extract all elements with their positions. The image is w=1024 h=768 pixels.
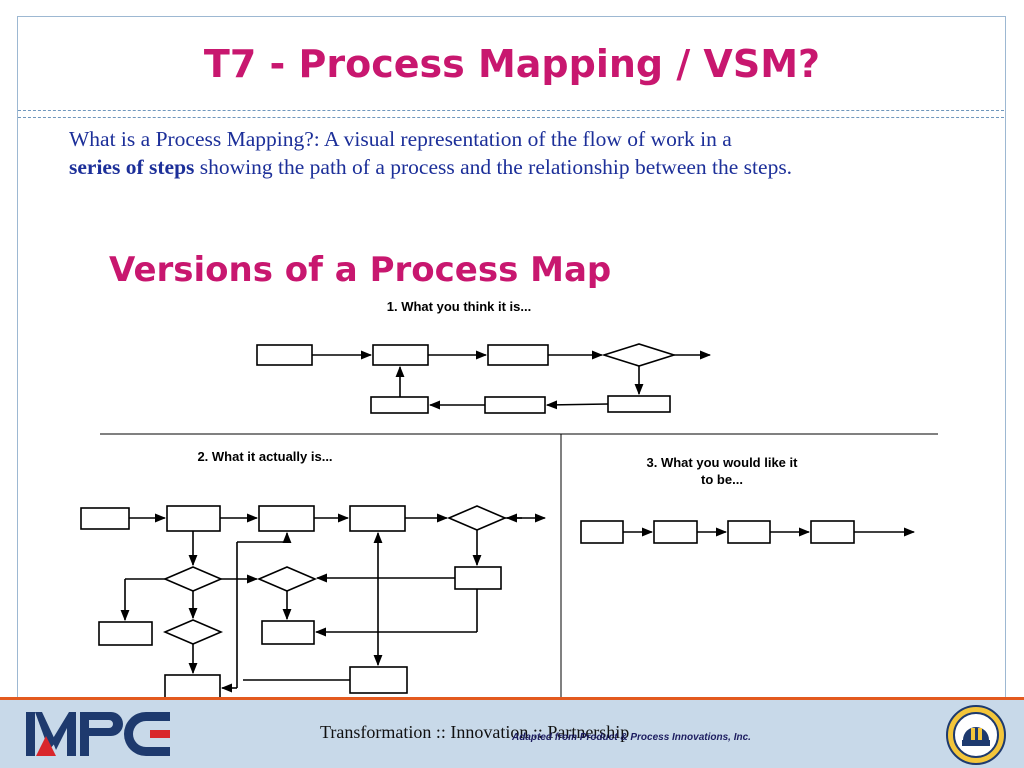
- v1-arrows: [312, 350, 712, 410]
- title-divider-top: [18, 110, 1004, 111]
- v2-step-5: [454, 566, 502, 590]
- definition-lead: What is a Process Mapping?: A visual rep…: [69, 127, 732, 151]
- v1-step-3: [487, 344, 549, 366]
- version2-map: [80, 505, 547, 700]
- v3-step-3: [727, 520, 771, 544]
- v2-arrows: [120, 513, 547, 693]
- v1-step-4: [607, 395, 671, 413]
- v3-step-4: [810, 520, 855, 544]
- version3-label-line1: 3. What you would like it: [647, 455, 799, 470]
- version3-label-line2: to be...: [701, 472, 743, 487]
- v2-decision-4: [162, 619, 224, 645]
- footer-bar: [0, 700, 1024, 768]
- v3-step-2: [653, 520, 698, 544]
- footer-credit: Adapted from Product & Process Innovatio…: [512, 732, 751, 743]
- v2-step-2: [166, 505, 221, 532]
- v2-decision-3: [256, 566, 318, 592]
- v2-step-6: [98, 621, 153, 646]
- v3-step-1: [580, 520, 624, 544]
- version1-label: 1. What you think it is...: [387, 299, 531, 314]
- v1-step-1: [256, 344, 313, 366]
- v2-step-8: [164, 674, 221, 700]
- footer-accent-line: [0, 697, 1024, 700]
- v1-step-5: [484, 396, 546, 414]
- process-map-diagrams: 1. What you think it is... 2. What it ac…: [80, 299, 938, 700]
- v2-step-9: [349, 666, 408, 694]
- version1-map: [256, 343, 712, 414]
- v1-step-2: [372, 344, 429, 366]
- definition-bold: series of steps: [69, 155, 195, 179]
- v2-step-7: [261, 620, 315, 645]
- definition-tail: showing the path of a process and the re…: [199, 155, 793, 179]
- seal-logo: [946, 705, 1006, 765]
- v2-decision-1: [446, 505, 508, 531]
- slide-frame: [17, 16, 1006, 701]
- v2-step-1: [80, 507, 130, 530]
- version2-label: 2. What it actually is...: [197, 449, 332, 464]
- v2-step-3: [258, 505, 315, 532]
- v2-decision-2: [162, 566, 224, 592]
- v1-decision: [601, 343, 677, 367]
- footer-tagline: Transformation :: Innovation :: Partners…: [320, 722, 630, 742]
- definition-text: What is a Process Mapping?: A visual rep…: [69, 125, 949, 181]
- section-subtitle: Versions of a Process Map: [109, 250, 612, 290]
- slide-title: T7 - Process Mapping / VSM?: [203, 42, 821, 86]
- title-divider-bottom: [18, 117, 1004, 118]
- v2-step-4: [349, 505, 406, 532]
- mpc-logo: [26, 712, 170, 756]
- version3-map: [580, 520, 916, 544]
- v1-step-6: [370, 396, 429, 414]
